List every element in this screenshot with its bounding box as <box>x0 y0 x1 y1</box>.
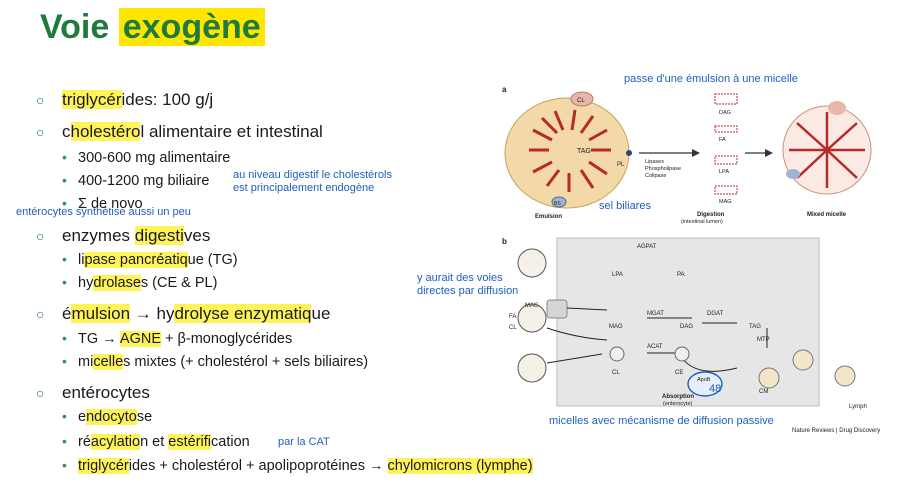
svg-text:MAG: MAG <box>609 324 623 330</box>
svg-text:ApoB: ApoB <box>697 377 711 383</box>
annotation-emulsion: passe d'une émulsion à une micelle <box>624 73 798 85</box>
sub-item: •TG → AGNE + β-monoglycérides <box>62 330 293 347</box>
svg-text:FA: FA <box>719 137 726 143</box>
dot-bullet-icon: • <box>62 149 67 165</box>
sub-item: •endocytose <box>62 408 153 425</box>
svg-text:TAG: TAG <box>577 148 591 155</box>
dot-bullet-icon: • <box>62 457 67 473</box>
bullet-enterocytes: ○ entérocytes <box>36 383 150 402</box>
svg-text:CL: CL <box>577 98 585 104</box>
bullet-triglycerides: ○ triglycérides: 100 g/j <box>36 90 214 109</box>
dot-bullet-icon: • <box>62 433 67 449</box>
chylomicron <box>792 349 814 371</box>
bullet-emulsion: ○ émulsion → hydrolyse enzymatique <box>36 304 331 323</box>
bullet-enzymes: ○ enzymes digestives <box>36 226 211 245</box>
annotation-micelles: micelles avec mécanisme de diffusion pas… <box>549 415 774 427</box>
chylomicron <box>834 365 856 387</box>
sub-item: •400-1200 mg biliaire <box>62 172 210 189</box>
svg-text:Emulsion: Emulsion <box>535 214 562 220</box>
bullet-cholesterol: ○ cholestérol alimentaire et intestinal <box>36 122 323 141</box>
dot-bullet-icon: • <box>62 330 67 346</box>
digestion-products: DAG FA LPA MAG <box>714 93 738 205</box>
svg-text:AGPAT: AGPAT <box>637 244 657 250</box>
dot-bullet-icon: • <box>62 172 67 188</box>
membrane-transporter <box>546 299 568 319</box>
svg-text:PL: PL <box>617 162 625 168</box>
svg-text:CE: CE <box>675 370 683 376</box>
annotation-enterocytes: entérocytes synthétise aussi un peu <box>16 206 191 218</box>
svg-text:Colipase: Colipase <box>645 173 666 179</box>
annotation-digestif: au niveau digestif le cholestérols est p… <box>233 169 392 194</box>
sub-item: •lipase pancréatique (TG) <box>62 251 238 268</box>
svg-text:CM: CM <box>759 389 768 395</box>
title-plain: Voie <box>40 8 119 46</box>
sub-item: •triglycérides + cholestérol + apolipopr… <box>62 457 533 474</box>
sub-item: •micelles mixtes (+ cholestérol + sels b… <box>62 353 369 370</box>
dot-bullet-icon: • <box>62 251 67 267</box>
svg-text:LPA: LPA <box>719 169 729 175</box>
svg-text:DAG: DAG <box>680 324 693 330</box>
circle-bullet-icon: ○ <box>36 228 45 244</box>
svg-text:CL: CL <box>509 325 517 331</box>
svg-text:PA: PA <box>677 272 685 278</box>
svg-text:TAG: TAG <box>749 324 761 330</box>
svg-text:Digestion: Digestion <box>697 212 725 218</box>
svg-text:CL: CL <box>612 370 620 376</box>
sub-item: •Σ de novo <box>62 195 143 212</box>
svg-text:ACAT: ACAT <box>647 344 663 350</box>
svg-text:FA: FA <box>509 314 516 320</box>
figure-credit: Nature Reviews | Drug Discovery <box>792 428 880 434</box>
emulsion-droplet <box>504 97 630 209</box>
svg-text:DGAT: DGAT <box>707 311 724 317</box>
circle-bullet-icon: ○ <box>36 306 45 322</box>
svg-text:Mixed micelle: Mixed micelle <box>807 212 847 218</box>
lipid-digestion-figure: a CL TAG PL BS Emulsion Lipases Phosphol… <box>502 85 880 434</box>
handwritten-number: 48 <box>709 383 721 395</box>
annotation-voies: y aurait des voies directes par diffusio… <box>417 272 519 297</box>
dot-bullet-icon: • <box>62 195 67 211</box>
triglyceride-chains <box>529 109 611 192</box>
svg-text:(intestinal lumen): (intestinal lumen) <box>681 219 723 225</box>
panel-a-label: a <box>502 85 507 94</box>
svg-text:DAG: DAG <box>719 110 731 116</box>
page-title: Voie exogène <box>40 8 265 47</box>
annotation-cat: par la CAT <box>278 436 330 448</box>
pl-head <box>626 150 632 156</box>
dot-bullet-icon: • <box>62 408 67 424</box>
circle-bullet-icon: ○ <box>36 124 45 140</box>
svg-text:MAG: MAG <box>525 303 539 309</box>
svg-text:Lipases: Lipases <box>645 159 664 165</box>
svg-text:(enterocyte): (enterocyte) <box>663 401 693 407</box>
chylomicron <box>758 367 780 389</box>
svg-text:MAG: MAG <box>719 199 732 205</box>
sub-item: •réacylation et estérification <box>62 433 250 450</box>
dot-bullet-icon: • <box>62 274 67 290</box>
sub-item: •300-600 mg alimentaire <box>62 149 231 166</box>
svg-text:MTP: MTP <box>757 337 770 343</box>
svg-text:Lymph: Lymph <box>849 404 867 410</box>
panel-b-label: b <box>502 237 507 246</box>
lumen-micelles <box>517 248 547 383</box>
dot-bullet-icon: • <box>62 353 67 369</box>
annotation-sels: sel biliares <box>599 200 651 212</box>
circle-bullet-icon: ○ <box>36 385 45 401</box>
sub-item: •hydrolases (CE & PL) <box>62 274 218 291</box>
flux-arrows <box>546 307 768 372</box>
svg-text:LPA: LPA <box>612 272 623 278</box>
svg-text:BS: BS <box>554 201 561 207</box>
title-highlight: exogène <box>118 8 265 46</box>
circle-bullet-icon: ○ <box>36 92 45 108</box>
svg-text:Absorption: Absorption <box>662 394 694 400</box>
cl-blob <box>570 91 594 107</box>
apob-circle <box>687 371 723 397</box>
bs-blob <box>551 196 567 208</box>
svg-text:Phospholipase: Phospholipase <box>645 166 681 172</box>
svg-text:MGAT: MGAT <box>647 311 664 317</box>
